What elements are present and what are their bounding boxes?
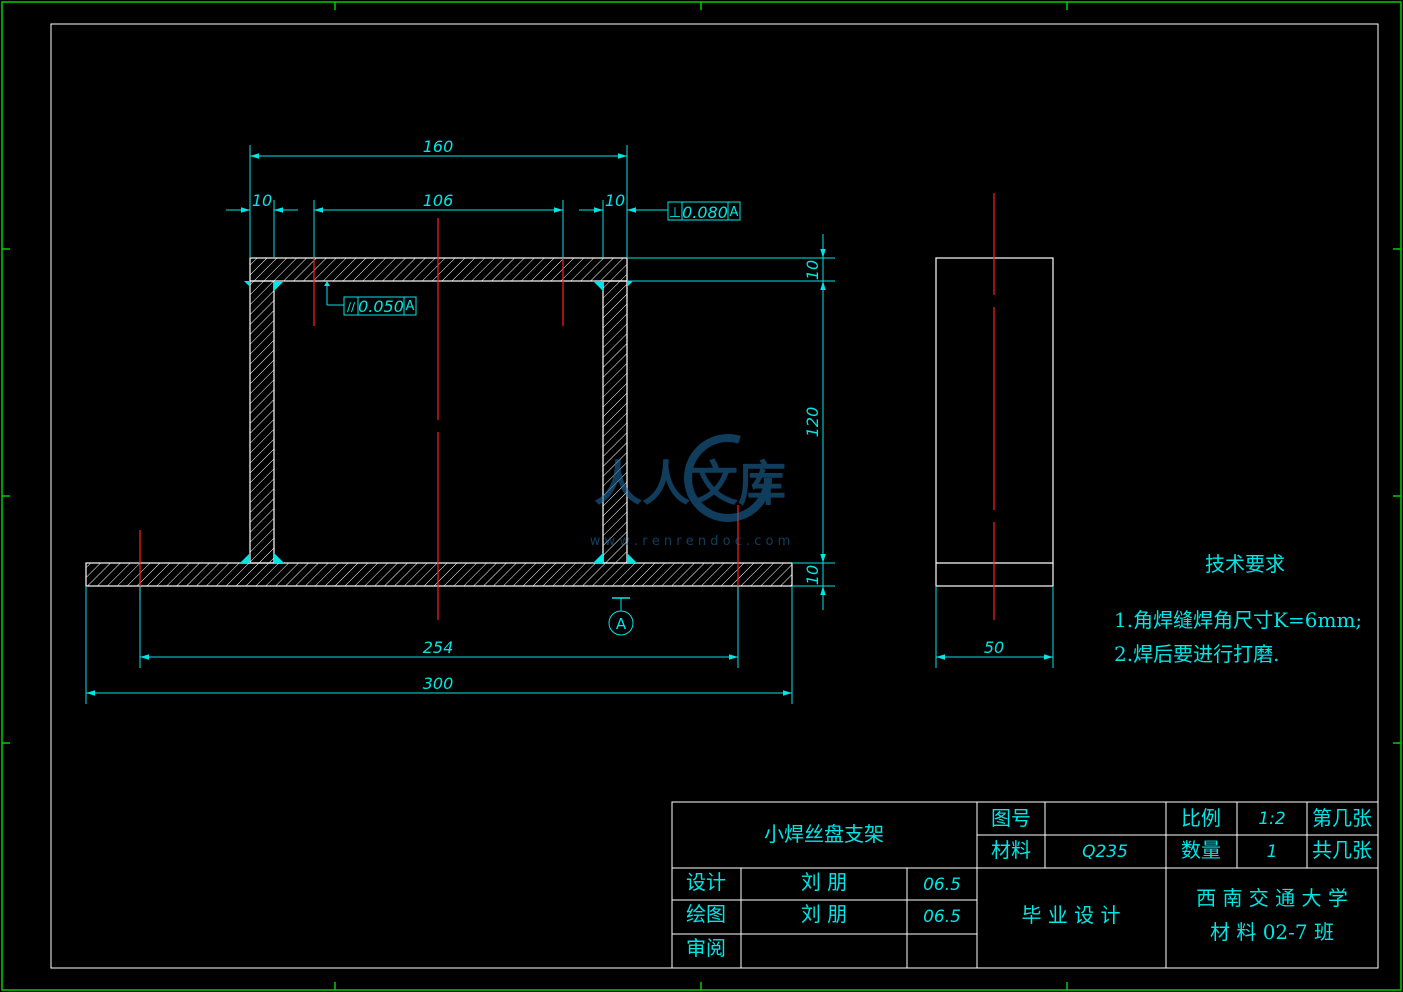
- tolerance-perpendicularity: ⊥ 0.080 A: [627, 201, 741, 222]
- tech-requirements: 技术要求 1.角焊缝焊角尺寸K=6mm; 2.焊后要进行打磨.: [1114, 552, 1362, 666]
- fillet-welds: [240, 281, 637, 563]
- total-sheets-label: 共几张: [1312, 838, 1372, 862]
- dimension-lines: [86, 153, 826, 696]
- extension-lines: [85, 145, 835, 704]
- side-view: 50: [935, 193, 1054, 668]
- tech-title: 技术要求: [1205, 552, 1285, 576]
- par-value: 0.050: [358, 297, 404, 316]
- datum-symbol: A: [608, 597, 634, 636]
- drawing-no-label: 图号: [991, 806, 1031, 830]
- material-value: Q235: [1082, 842, 1128, 862]
- dim-base-plate: 10: [803, 565, 822, 585]
- dim-top-plate: 10: [803, 260, 822, 280]
- perp-datum: A: [730, 205, 739, 220]
- par-datum: A: [406, 299, 415, 314]
- dim-120: 120: [803, 407, 822, 438]
- perp-value: 0.080: [682, 203, 728, 222]
- part-name: 小焊丝盘支架: [764, 822, 884, 846]
- scale-label: 比例: [1181, 806, 1221, 830]
- perp-symbol: ⊥: [669, 205, 681, 221]
- tech-item-2: 2.焊后要进行打磨.: [1114, 642, 1279, 666]
- name-drafting: 刘 朋: [801, 902, 847, 926]
- par-symbol: ∕∕: [347, 300, 356, 314]
- watermark: 人人文库 w w w . r e n r e n d o c . c o m: [590, 434, 791, 549]
- scale-value: 1:2: [1258, 809, 1285, 829]
- role-design: 设计: [686, 870, 726, 894]
- date-drafting: 06.5: [923, 907, 961, 927]
- title-block: 小焊丝盘支架 图号 材料 Q235 比例 1:2 第几张 数量 1 共几张 设计…: [671, 801, 1379, 969]
- tech-item-1: 1.角焊缝焊角尺寸K=6mm;: [1114, 608, 1362, 632]
- dim-300: 300: [423, 674, 454, 693]
- dim-left-wall: 10: [252, 191, 272, 210]
- sheet-label: 第几张: [1312, 806, 1372, 830]
- project-label: 毕 业 设 计: [1021, 903, 1120, 927]
- base-plate: [85, 562, 793, 587]
- role-drafting: 绘图: [686, 902, 726, 926]
- tolerance-parallelism: ∕∕ 0.050 A: [324, 281, 417, 316]
- name-design: 刘 朋: [801, 870, 847, 894]
- left-wall: [249, 280, 275, 564]
- dim-254: 254: [423, 638, 454, 657]
- datum-label: A: [616, 615, 627, 633]
- role-review: 审阅: [686, 936, 726, 960]
- dim-160: 160: [423, 137, 454, 156]
- right-wall: [602, 280, 628, 564]
- class-name: 材 料 02-7 班: [1210, 920, 1334, 944]
- dim-right-wall: 10: [605, 191, 625, 210]
- front-view: 160 10 106 10 10 120 10 254 300 ⊥ 0.080 …: [85, 137, 835, 704]
- qty-label: 数量: [1181, 838, 1221, 862]
- watermark-url: w w w . r e n r e n d o c . c o m: [590, 534, 791, 549]
- material-label: 材料: [991, 838, 1031, 862]
- date-design: 06.5: [923, 875, 961, 895]
- school-name: 西 南 交 通 大 学: [1196, 886, 1348, 910]
- qty-value: 1: [1267, 842, 1278, 862]
- watermark-text: 人人文库: [594, 456, 786, 512]
- dim-106: 106: [423, 191, 454, 210]
- dim-50: 50: [984, 638, 1004, 657]
